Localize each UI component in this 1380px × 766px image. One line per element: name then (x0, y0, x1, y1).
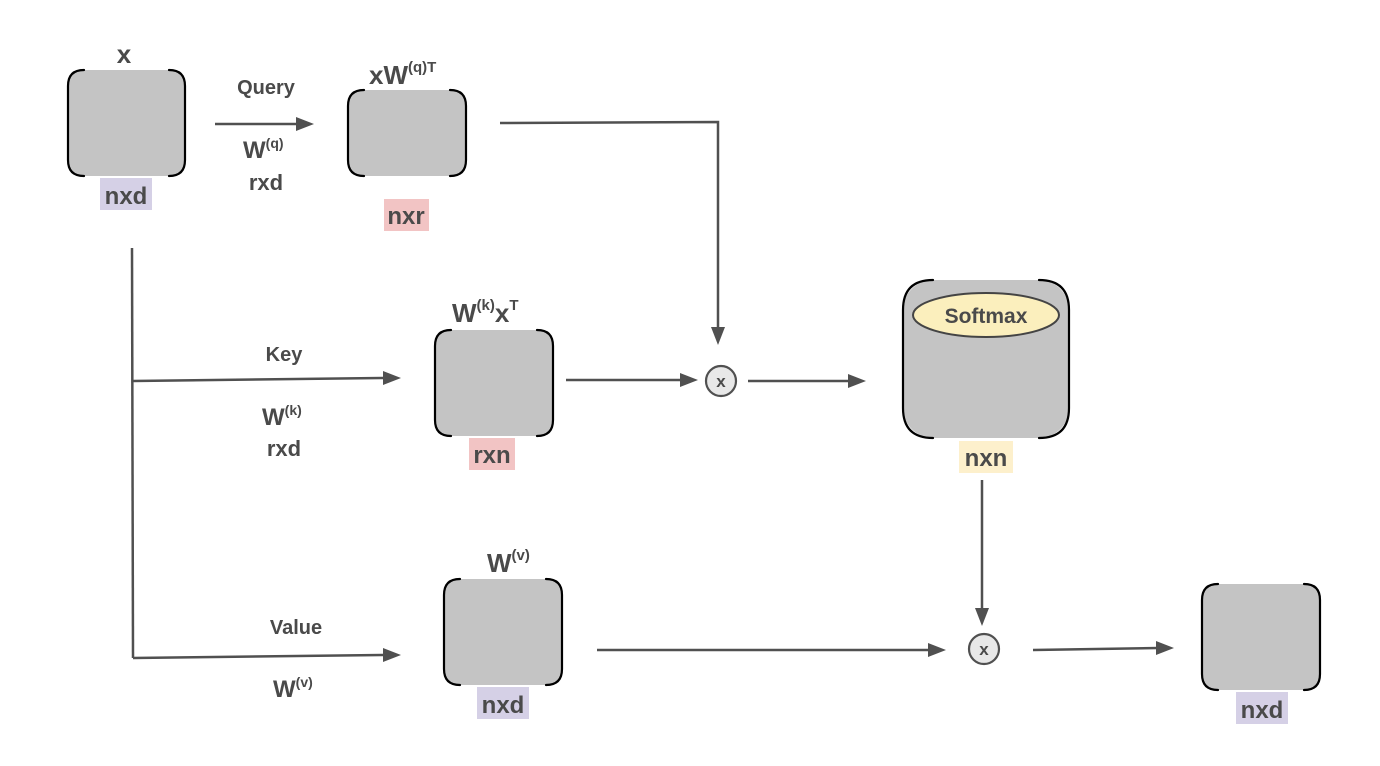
output-shape: nxd (1241, 697, 1284, 724)
value-weight: W(v) (273, 674, 313, 703)
multiply-operator-1: x (704, 364, 738, 398)
value-matrix (444, 579, 562, 685)
value-bracket-right (544, 577, 564, 687)
input-bracket-right (167, 68, 187, 178)
key-shape: rxn (473, 442, 510, 469)
value-shape-highlight (477, 687, 529, 719)
key-shape-highlight (469, 438, 515, 470)
trunk-line (130, 247, 135, 659)
query-bracket-left (346, 88, 366, 178)
arrowhead-query-projection (296, 117, 314, 131)
query-branch: Query W(q) rxd xW(q)T nxr (237, 59, 468, 231)
attention-node: Softmax nxn (901, 278, 1071, 473)
key-label: Key (266, 344, 304, 366)
arrow-multiply-to-output (1032, 646, 1159, 652)
input-bracket-left (66, 68, 86, 178)
attention-bracket-left (901, 278, 935, 440)
output-bracket-right (1302, 582, 1322, 692)
value-branch: Value W(v) W(v) nxd (270, 547, 564, 719)
input-node: x nxd (66, 39, 187, 210)
key-matrix (435, 330, 553, 436)
arrow-key-projection (132, 376, 386, 383)
value-bracket-left (442, 577, 462, 687)
connectors (130, 117, 1174, 662)
multiply-operator-2: x (967, 632, 1001, 666)
key-result-title: W(k)xT (452, 297, 519, 328)
arrow-query-to-multiply (499, 120, 720, 328)
input-matrix (68, 70, 185, 176)
value-label: Value (270, 617, 322, 639)
arrowhead-value-projection (383, 648, 401, 662)
input-shape-highlight (100, 178, 152, 210)
arrow-value-projection (132, 653, 386, 660)
output-shape-highlight (1236, 692, 1288, 724)
output-matrix (1202, 584, 1320, 690)
arrowhead-softmax-to-multiply (975, 608, 989, 626)
multiply-2-circle (967, 632, 1001, 666)
key-weight: W(k) (262, 402, 302, 431)
arrowhead-multiply-to-softmax (848, 374, 866, 388)
attention-shape: nxn (965, 445, 1008, 472)
key-weight-dims: rxd (267, 436, 301, 461)
value-shape: nxd (482, 692, 525, 719)
query-shape-highlight (384, 199, 429, 231)
query-weight-dims: rxd (249, 170, 283, 195)
arrowhead-key-projection (383, 371, 401, 385)
output-bracket-left (1200, 582, 1220, 692)
key-bracket-right (535, 328, 555, 438)
query-matrix (348, 90, 466, 176)
query-weight: W(q) (243, 135, 284, 164)
softmax-label: Softmax (945, 305, 1028, 328)
arrowhead-multiply-to-output (1156, 641, 1174, 655)
softmax-badge (912, 292, 1060, 338)
query-label: Query (237, 77, 296, 99)
key-branch: Key W(k) rxd W(k)xT rxn (262, 297, 555, 470)
key-bracket-left (433, 328, 453, 438)
arrowhead-query-to-multiply (711, 327, 725, 345)
output-node: nxd (1200, 582, 1322, 724)
value-result-title: W(v) (487, 547, 530, 578)
arrowhead-value-to-multiply (928, 643, 946, 657)
attention-shape-highlight (959, 441, 1013, 473)
query-shape: nxr (387, 203, 424, 230)
multiply-1-circle (704, 364, 738, 398)
query-bracket-right (448, 88, 468, 178)
multiply-2-symbol: x (979, 640, 989, 659)
input-shape: nxd (105, 183, 148, 210)
multiply-1-symbol: x (716, 372, 726, 391)
query-result-title: xW(q)T (369, 59, 436, 90)
attention-bracket-right (1037, 278, 1071, 440)
arrowhead-key-to-multiply (680, 373, 698, 387)
input-title: x (117, 39, 132, 69)
